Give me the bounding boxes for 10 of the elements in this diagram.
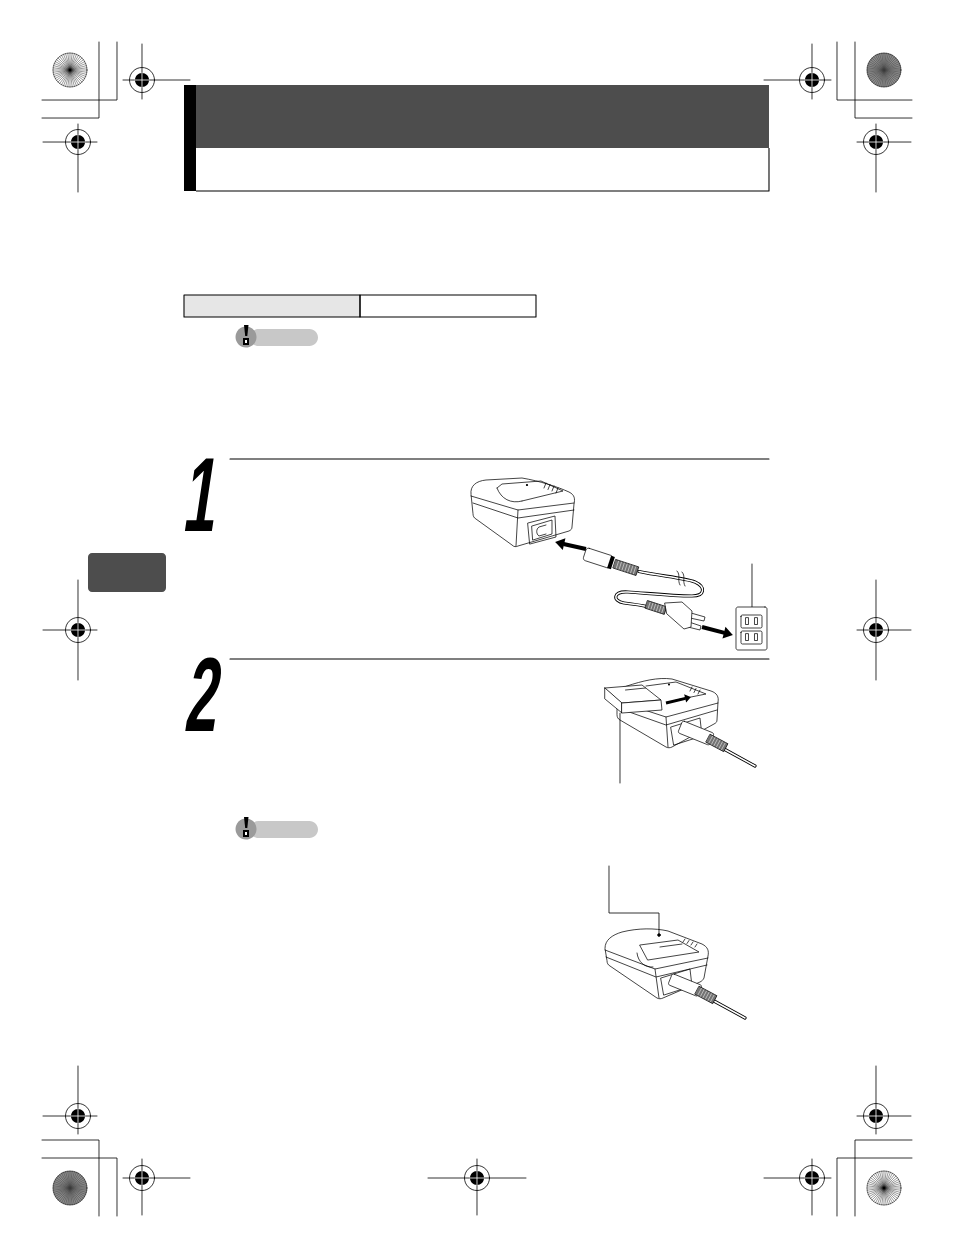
- leader-line: [619, 712, 621, 784]
- title-band: [196, 85, 769, 148]
- leader-line: [608, 865, 660, 934]
- battery: [604, 684, 663, 714]
- chapter-tab: [88, 553, 166, 592]
- leader-line: [751, 563, 753, 608]
- step-number: 2: [185, 657, 222, 731]
- step-number: 1: [184, 458, 214, 531]
- wall-outlet: [735, 606, 768, 651]
- indicator-lamp: [657, 933, 661, 937]
